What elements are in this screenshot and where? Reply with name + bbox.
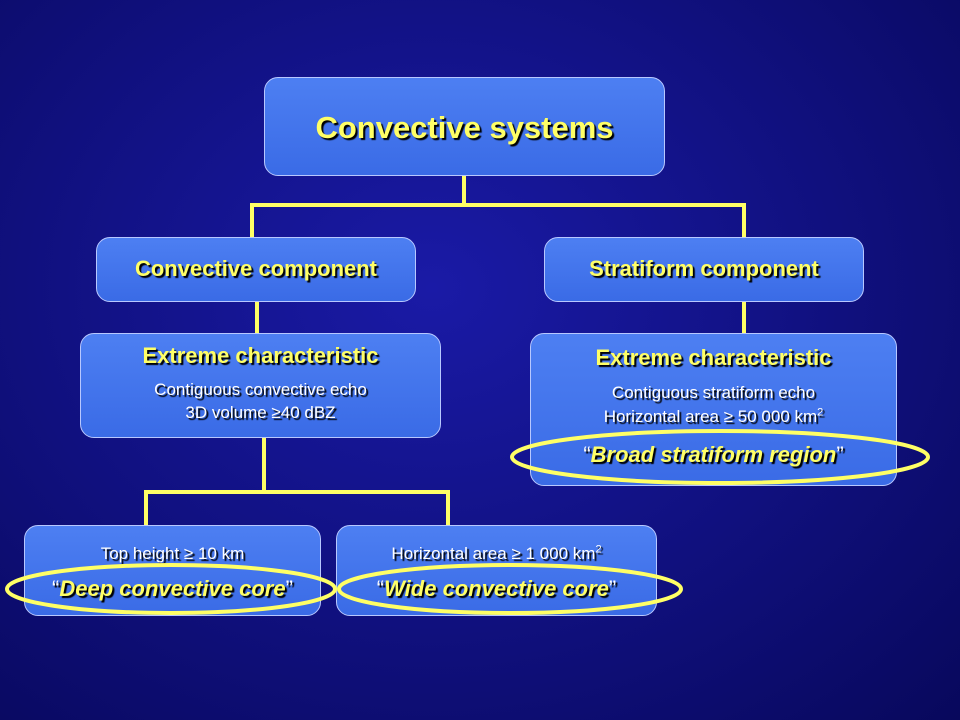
connector-cores-bar	[144, 490, 450, 494]
wide-convective-core-box: Horizontal area ≥ 1 000 km2 “Wide convec…	[336, 525, 657, 616]
deep-criterion-post: 10 km	[193, 544, 245, 563]
broad-stratiform-region-label: “Broad stratiform region”	[531, 442, 896, 468]
close-quote: ”	[285, 576, 293, 601]
convective-extreme-box: Extreme characteristic Contiguous convec…	[80, 333, 441, 438]
convective-extreme-line2-pre: 3D volume	[185, 403, 272, 422]
stratiform-extreme-line1: Contiguous stratiform echo	[611, 383, 816, 402]
stratiform-component-box: Stratiform component	[544, 237, 864, 302]
open-quote: “	[376, 576, 385, 601]
connector-wide-drop	[446, 490, 450, 526]
close-quote: ”	[608, 576, 617, 601]
convective-extreme-line2: 3D volume ≥40 dBZ	[81, 402, 440, 424]
stratiform-extreme-line2-pre: Horizontal area	[603, 407, 724, 426]
convective-extreme-line2-post: 40 dBZ	[280, 403, 336, 422]
broad-stratiform-region-text: Broad stratiform region	[590, 442, 837, 467]
convective-systems-box: Convective systems	[264, 77, 665, 176]
deep-convective-core-criterion: Top height ≥ 10 km	[25, 543, 320, 565]
stratiform-extreme-box: Extreme characteristic Contiguous strati…	[530, 333, 897, 486]
wide-criterion-post: 1 000 km	[520, 544, 596, 563]
connector-root-bar	[250, 203, 746, 207]
deep-convective-core-label: “Deep convective core”	[25, 576, 320, 602]
convective-extreme-line1: Contiguous convective echo	[154, 380, 367, 399]
wide-convective-core-label: “Wide convective core”	[337, 576, 656, 602]
convective-component-box: Convective component	[96, 237, 416, 302]
greater-equal-symbol: ≥	[723, 407, 734, 426]
greater-equal-symbol: ≥	[183, 544, 194, 563]
superscript-two: 2	[817, 406, 824, 419]
stratiform-extreme-line2-post: 50 000 km	[733, 407, 818, 426]
convective-extreme-title: Extreme characteristic	[142, 343, 379, 368]
wide-convective-core-text: Wide convective core	[384, 576, 609, 601]
greater-equal-symbol: ≥	[511, 544, 521, 563]
connector-stratiform-to-extreme	[742, 301, 746, 334]
stratiform-component-label: Stratiform component	[589, 256, 819, 281]
open-quote: “	[583, 442, 591, 467]
convective-component-label: Convective component	[134, 256, 378, 281]
deep-convective-core-box: Top height ≥ 10 km “Deep convective core…	[24, 525, 321, 616]
deep-convective-core-text: Deep convective core	[59, 576, 286, 601]
stratiform-extreme-title: Extreme characteristic	[595, 345, 832, 370]
connector-right-drop	[742, 203, 746, 238]
connector-extreme-stem	[262, 438, 266, 493]
greater-equal-symbol: ≥	[271, 403, 281, 422]
superscript-two: 2	[595, 543, 602, 556]
stratiform-extreme-line2: Horizontal area ≥ 50 000 km2	[531, 406, 896, 428]
wide-criterion-pre: Horizontal area	[391, 544, 512, 563]
convective-systems-title: Convective systems	[315, 110, 614, 145]
connector-root-stem	[462, 175, 466, 206]
close-quote: ”	[836, 442, 844, 467]
deep-criterion-pre: Top height	[100, 544, 184, 563]
wide-convective-core-criterion: Horizontal area ≥ 1 000 km2	[337, 543, 656, 565]
connector-left-drop	[250, 203, 254, 238]
connector-convective-to-extreme	[255, 301, 259, 334]
connector-deep-drop	[144, 490, 148, 526]
